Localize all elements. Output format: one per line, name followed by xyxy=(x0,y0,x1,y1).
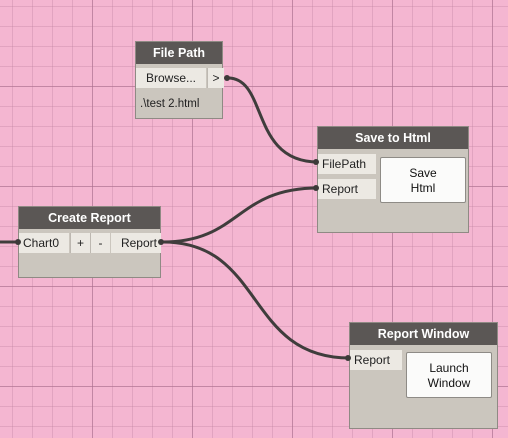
launch-window-button[interactable]: Launch Window xyxy=(406,352,492,398)
chart0-input-dot[interactable] xyxy=(15,239,21,245)
chart0-input-port[interactable]: Chart0 xyxy=(19,233,69,253)
wire-report-to-window[interactable] xyxy=(162,240,351,360)
node-title: Create Report xyxy=(19,207,160,229)
node-title: Report Window xyxy=(350,323,497,345)
report-output-port[interactable]: Report xyxy=(111,233,161,253)
node-title: File Path xyxy=(136,42,222,64)
browse-button[interactable]: Browse... xyxy=(136,68,206,88)
file-path-node[interactable]: File Path Browse... > .\test 2.html xyxy=(135,41,224,119)
report-input-port[interactable]: Report xyxy=(318,179,376,199)
report-window-input-port[interactable]: Report xyxy=(350,350,402,370)
file-path-output-port[interactable]: > xyxy=(207,68,224,88)
file-path-output-dot[interactable] xyxy=(224,75,230,81)
node-title: Save to Html xyxy=(318,127,468,149)
remove-input-button[interactable]: - xyxy=(90,233,110,253)
add-input-button[interactable]: + xyxy=(70,233,90,253)
file-path-value: .\test 2.html xyxy=(140,98,200,110)
save-html-button[interactable]: Save Html xyxy=(380,157,466,203)
filepath-input-port[interactable]: FilePath xyxy=(318,154,376,174)
wire-filepath-to-save[interactable] xyxy=(227,76,319,164)
report-input-dot[interactable] xyxy=(313,185,319,191)
report-window-node[interactable]: Report Window Report Launch Window xyxy=(349,322,498,429)
create-report-node[interactable]: Create Report Chart0 + - Report xyxy=(18,206,161,278)
filepath-input-dot[interactable] xyxy=(313,159,319,165)
wire-report-to-save[interactable] xyxy=(162,186,319,244)
report-window-input-dot[interactable] xyxy=(345,355,351,361)
report-output-dot[interactable] xyxy=(158,239,164,245)
save-to-html-node[interactable]: Save to Html FilePath Report Save Html xyxy=(317,126,469,233)
